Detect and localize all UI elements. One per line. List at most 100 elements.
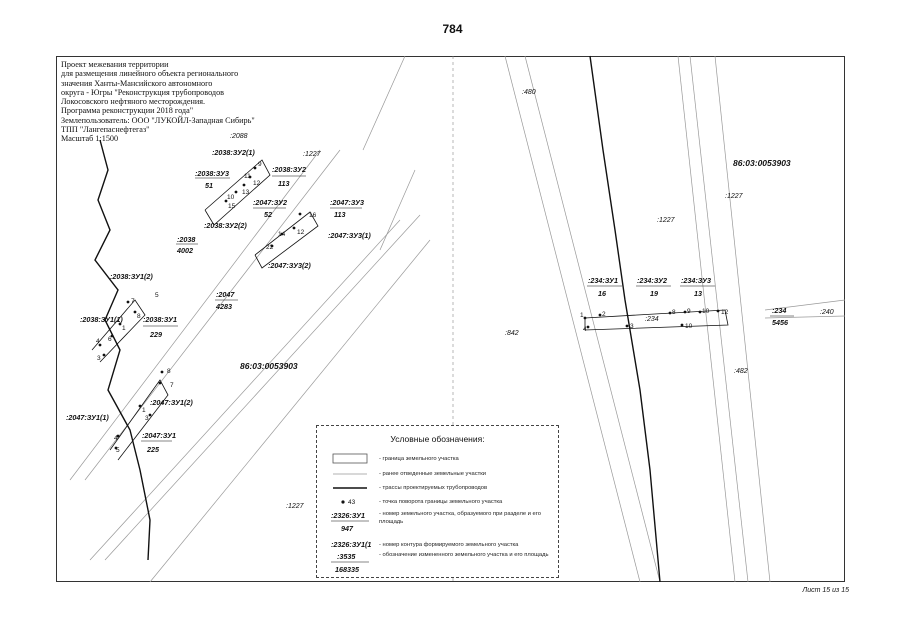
legend-text: - трассы проектируемых трубопроводов (379, 485, 488, 491)
parcel-id: :2047 (216, 290, 235, 299)
parcel-id: :2047:ЗУ3 (330, 198, 364, 207)
svg-text:8: 8 (167, 368, 171, 375)
title-block: Проект межевания территории для размещен… (61, 60, 301, 144)
pipeline-routes (94, 55, 661, 583)
svg-text::3535: :3535 (337, 552, 356, 561)
title-line: Проект межевания территории (61, 60, 169, 69)
svg-text:15: 15 (228, 203, 236, 210)
turning-point-symbol: 43 (341, 499, 356, 506)
svg-text:14: 14 (278, 231, 286, 238)
parcel-area: 4283 (215, 302, 232, 311)
plain-label: :234 (645, 316, 659, 323)
page-number: 784 (442, 22, 463, 36)
parcel-area: 13 (694, 289, 702, 298)
svg-text:7: 7 (131, 298, 135, 305)
plain-label: :2088 (230, 133, 248, 140)
legend-text: - обозначение измененного земельного уча… (379, 552, 549, 558)
legend-text: - точка поворота границы земельного учас… (379, 499, 503, 505)
svg-text:5: 5 (155, 292, 159, 299)
parcel-area: 52 (264, 210, 272, 219)
svg-text:3: 3 (630, 323, 634, 330)
legend-item-turning-point: 43 - точка поворота границы земельного у… (317, 495, 558, 509)
parcel-polygons (91, 159, 729, 461)
legend-title: Условные обозначения: (390, 434, 485, 444)
plain-label: :1227 (286, 503, 305, 510)
svg-text:4: 4 (583, 326, 587, 333)
svg-text:2: 2 (602, 311, 606, 318)
plain-label: :1227 (657, 217, 676, 224)
parcel-id: :234 (772, 306, 786, 315)
plain-label: :480 (522, 89, 536, 96)
parcel-area: 5456 (772, 318, 789, 327)
plain-label: :842 (505, 330, 519, 337)
svg-text:43: 43 (348, 499, 356, 506)
quarter-label-west: 86:03:0053903 (240, 361, 298, 371)
svg-text:168335: 168335 (335, 565, 360, 574)
svg-text:6: 6 (108, 336, 112, 343)
svg-text:4: 4 (96, 338, 100, 345)
title-line: Локосовского нефтяного месторождения. (61, 97, 206, 107)
title-line: округа - Югры "Реконструкция трубопровод… (61, 87, 225, 97)
map-frame (56, 56, 845, 582)
parcel-boundaries (69, 55, 846, 583)
svg-text:8: 8 (137, 313, 141, 320)
point-numbers: 9 11 12 13 10 15 16 12 14 22 5 7 8 1 6 4… (96, 161, 729, 454)
title-line: значения Ханты-Мансийского автономного (61, 78, 213, 88)
parcel-id: :2038:ЗУ1(1) (80, 315, 123, 324)
svg-text:947: 947 (341, 524, 354, 533)
parcel-id: :2047:ЗУ1(1) (66, 413, 109, 422)
svg-text::2326:ЗУ1(1): :2326:ЗУ1(1) (331, 540, 371, 549)
parcel-id: :2038:ЗУ2 (272, 165, 306, 174)
quarter-label-east: 86:03:0053903 (733, 158, 791, 168)
parcel-id: :234:ЗУ1 (588, 276, 618, 285)
pipeline-symbol (333, 487, 367, 489)
svg-text:10: 10 (227, 194, 235, 201)
existing-parcel-symbol (333, 473, 367, 475)
map-legend: Условные обозначения: - граница земельно… (316, 425, 559, 578)
parcel-area: 16 (598, 289, 607, 298)
parcel-area: 4002 (176, 246, 193, 255)
svg-text:12: 12 (253, 180, 261, 187)
parcel-area: 225 (146, 445, 160, 454)
svg-text:9: 9 (687, 308, 691, 315)
svg-text:11: 11 (244, 173, 251, 180)
parcel-area: 113 (334, 210, 345, 219)
scale-line: Масштаб 1:1500 (61, 134, 119, 144)
plain-labels: :2088 :1227 :480 :1227 :1227 :842 :482 :… (230, 89, 834, 510)
plain-label: :240 (820, 309, 834, 316)
turning-points (98, 166, 720, 450)
parcel-id: :2047:ЗУ3(2) (268, 261, 311, 270)
legend-text: - граница земельного участка (379, 456, 459, 462)
svg-text:1: 1 (142, 407, 146, 414)
title-line: Землепользователь: ООО "ЛУКОЙЛ-Западная … (61, 115, 255, 125)
changed-parcel-symbol: :3535 168335 (331, 552, 369, 574)
parcel-id: :2047:ЗУ1(2) (150, 398, 193, 407)
parcel-id: :2047:ЗУ3(1) (328, 231, 371, 240)
legend-item-new-parcel: :2326:ЗУ1 947 - номер земельного участка… (317, 509, 558, 535)
parcel-boundary-symbol (332, 453, 368, 464)
svg-text:3: 3 (97, 355, 101, 362)
title-line: ТПП "Лангепаснефтегаз" (61, 125, 150, 135)
parcel-area: 51 (205, 181, 213, 190)
parcel-contour-symbol: :2326:ЗУ1(1) (331, 540, 371, 549)
svg-text:12: 12 (297, 229, 305, 236)
svg-text:10: 10 (702, 308, 710, 315)
parcel-labels: :2038:ЗУ2(1) :2038:ЗУ3 51 :2038:ЗУ2 113 … (66, 148, 794, 454)
title-line: для размещения линейного объекта региона… (61, 69, 239, 79)
parcel-id: :2038:ЗУ1(2) (110, 272, 153, 281)
parcel-area: 113 (278, 179, 289, 188)
plain-label: :482 (734, 368, 748, 375)
legend-item-parcel-boundary: - граница земельного участка (317, 452, 558, 466)
legend-item-parcel-contour: :2326:ЗУ1(1) - номер контура формируемог… (317, 538, 558, 552)
parcel-id: :2038:ЗУ1 (143, 315, 177, 324)
svg-text:13: 13 (242, 189, 250, 196)
svg-text:1: 1 (580, 312, 584, 319)
new-parcel-symbol: :2326:ЗУ1 947 (331, 511, 369, 533)
parcel-id: :234:ЗУ2 (637, 276, 667, 285)
svg-text:22: 22 (266, 244, 274, 251)
title-line: Программа реконструкции 2018 года" (61, 106, 194, 116)
parcel-id: :2038:ЗУ2(2) (204, 221, 247, 230)
parcel-id: :234:ЗУ3 (681, 276, 711, 285)
sheet-label: Лист 15 из 15 (802, 587, 849, 594)
svg-text:12: 12 (721, 309, 729, 316)
